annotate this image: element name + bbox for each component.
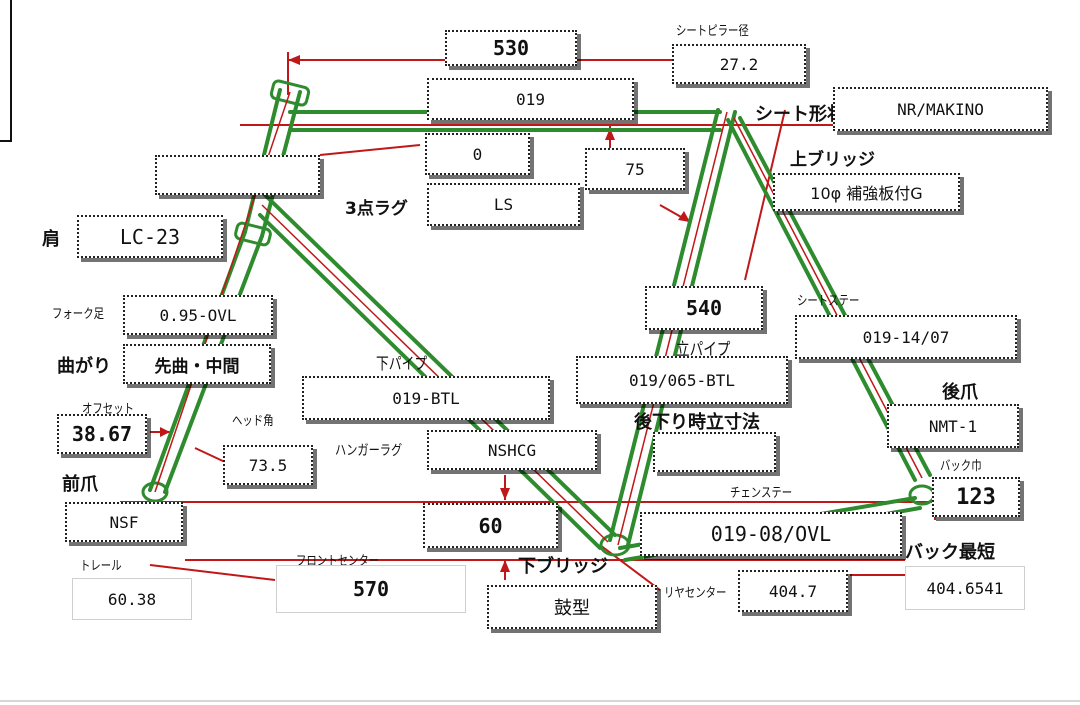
head-lug-bottom bbox=[234, 221, 272, 247]
front-center-leader bbox=[149, 564, 276, 581]
offset-label: オフセット bbox=[82, 402, 135, 417]
front-dropout-label: 前爪 bbox=[62, 474, 98, 495]
rear-center-label: リヤセンター bbox=[664, 586, 727, 601]
back-width-box: 123 bbox=[932, 477, 1020, 517]
chain-stay-label: チェンステー bbox=[730, 486, 793, 501]
front-dropout-box: NSF bbox=[65, 502, 183, 542]
head-angle-box: 73.5 bbox=[223, 445, 313, 485]
chain-stay-box: 019-08/OVL bbox=[640, 512, 902, 556]
offset-box: 38.67 bbox=[57, 414, 147, 454]
bend-label: 曲がり bbox=[57, 356, 111, 377]
shoulder-label: 肩 bbox=[42, 229, 60, 250]
lug-label: 3点ラグ bbox=[345, 199, 408, 219]
arrowhead-offset bbox=[160, 427, 170, 437]
seat-tube-box: 019/065-BTL bbox=[576, 356, 788, 404]
bottom-bracket-shape bbox=[599, 533, 631, 557]
arrowhead-bb-down bbox=[500, 488, 510, 500]
down-tube-label: 下パイプ bbox=[376, 354, 428, 373]
slope-box: 0 bbox=[425, 133, 530, 175]
top-tube-spec-box: 019 bbox=[427, 78, 634, 120]
lower-bridge-box: 鼓型 bbox=[487, 585, 657, 629]
rear-center-box: 404.7 bbox=[738, 570, 848, 612]
head-angle-leader bbox=[194, 447, 226, 463]
upper-bridge-box: 10φ 補強板付G bbox=[773, 173, 960, 211]
frame-lugs bbox=[141, 79, 936, 557]
front-center-box: 570 bbox=[276, 565, 466, 613]
back-shortest-label: バック最短 bbox=[905, 542, 995, 563]
seat-stay-box: 019-14/07 bbox=[795, 315, 1017, 359]
fork-centerline bbox=[154, 91, 291, 493]
shoulder-box: LC-23 bbox=[77, 215, 223, 258]
rear-dropout-box: NMT-1 bbox=[887, 404, 1019, 448]
rear-dropout-label: 後爪 bbox=[942, 382, 978, 403]
bend-box: 先曲・中間 bbox=[123, 344, 271, 384]
head-angle-label: ヘッド角 bbox=[232, 414, 274, 429]
head-top-empty-box bbox=[155, 155, 320, 195]
trail-label: トレール bbox=[80, 559, 122, 574]
lower-bridge-label: 下ブリッジ bbox=[518, 556, 608, 577]
down-tube-box: 019-BTL bbox=[302, 376, 550, 420]
seat-tube-label: 立パイプ bbox=[676, 340, 731, 360]
back-width-label: バック巾 bbox=[940, 459, 982, 474]
hanger-lug-box: NSHCG bbox=[427, 430, 597, 470]
rear-center-leader bbox=[599, 544, 661, 591]
seat-shape-label: シート形状 bbox=[755, 104, 845, 125]
dimension-arrowheads bbox=[160, 55, 690, 572]
after-lowering-box bbox=[653, 432, 776, 472]
lug-box: LS bbox=[427, 183, 580, 226]
arrowhead-bb-up bbox=[500, 560, 510, 572]
hanger-lug-label: ハンガーラグ bbox=[335, 443, 403, 459]
top-tube-length-box: 530 bbox=[445, 30, 577, 66]
seat-pillar-label: シートピラー径 bbox=[676, 24, 749, 39]
slope-leader bbox=[319, 144, 421, 156]
seat-stay-upper bbox=[726, 118, 917, 482]
bb-drop-box: 60 bbox=[423, 503, 558, 548]
arrowhead-seat-tube bbox=[678, 211, 690, 222]
arrowhead-offset-75 bbox=[605, 128, 615, 140]
head-lug-top bbox=[269, 79, 311, 107]
seat-tube-length-box: 540 bbox=[645, 286, 763, 330]
seat-pillar-box: 27.2 bbox=[672, 44, 806, 84]
fork-leg-box: 0.95-OVL bbox=[123, 295, 273, 335]
after-lowering-label: 後下り時立寸法 bbox=[634, 412, 760, 433]
bottom-divider bbox=[0, 700, 1080, 702]
offset-75-box: 75 bbox=[585, 148, 685, 190]
front-dropout-shape bbox=[141, 481, 169, 503]
down-tube-centerline bbox=[261, 204, 609, 543]
upper-bridge-label: 上ブリッジ bbox=[790, 150, 875, 170]
arrowhead-left bbox=[288, 55, 300, 65]
fork-leg-label: フォーク足 bbox=[52, 307, 105, 322]
back-shortest-box: 404.6541 bbox=[905, 566, 1025, 610]
down-tube-upper bbox=[263, 193, 617, 537]
seat-stay-label: シートステー bbox=[797, 294, 860, 309]
seat-shape-box: NR/MAKINO bbox=[833, 87, 1048, 131]
trail-box: 60.38 bbox=[72, 578, 192, 620]
left-edge-bracket bbox=[0, 0, 12, 142]
